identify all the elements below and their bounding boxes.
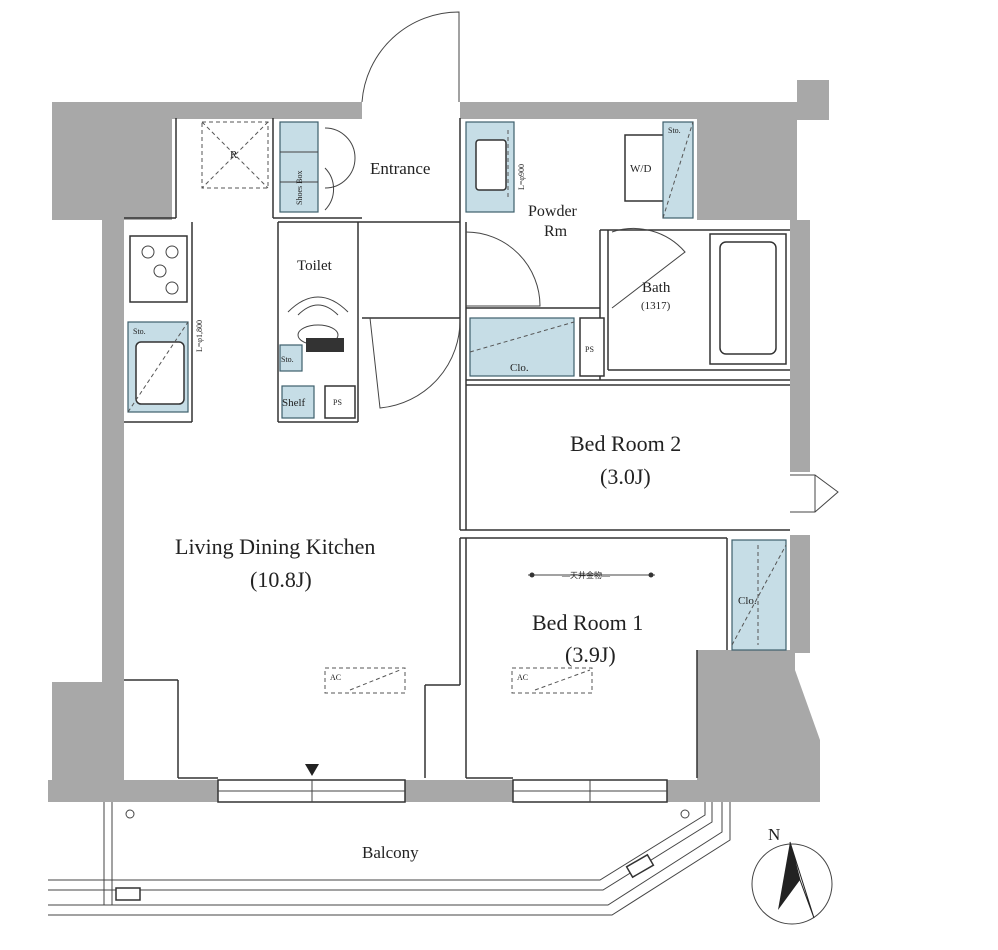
bed2-label: Bed Room 2 xyxy=(570,431,681,456)
ac-units xyxy=(324,667,593,694)
ldk-size-label: (10.8J) xyxy=(250,567,312,592)
exterior-walls xyxy=(48,80,829,802)
ceiling-hardware xyxy=(528,572,655,578)
north-label: N xyxy=(768,825,780,844)
closets xyxy=(469,317,787,651)
balcony-label: Balcony xyxy=(362,843,419,862)
drain-icon xyxy=(115,887,141,901)
vanity-sink xyxy=(475,139,507,191)
balcony xyxy=(48,802,731,916)
bath-size-label: (1317) xyxy=(641,300,671,312)
powder-rm-label-2: Rm xyxy=(544,223,568,240)
washer-label: W/D xyxy=(630,163,651,175)
bathtub xyxy=(709,233,787,365)
overhead-l900-label: L=φ900 xyxy=(517,164,526,190)
bed1-size-label: (3.9J) xyxy=(565,642,616,667)
toilet-ps-label: PS xyxy=(333,398,342,407)
drain-icon-2 xyxy=(625,853,655,879)
fridge-label: R xyxy=(230,149,238,161)
north-compass: N xyxy=(751,825,833,925)
fridge-space xyxy=(201,121,269,189)
powder-storage-label: Sto. xyxy=(668,126,681,135)
ceiling-note-label: —天井金物— xyxy=(561,570,611,580)
ac-ldk xyxy=(324,667,406,694)
bed2-closet-label: Clo. xyxy=(510,362,529,374)
interior-walls xyxy=(124,118,790,779)
fixture-labels: R Shoes Box L=φ900 L=φ1,800 W/D Sto. Sto… xyxy=(133,126,757,682)
kitchen-storage-label: Sto. xyxy=(133,327,146,336)
entrance-fixtures xyxy=(279,121,515,213)
stove xyxy=(129,235,188,303)
toilet-label: Toilet xyxy=(297,258,333,274)
ldk-label: Living Dining Kitchen xyxy=(175,534,375,559)
burner-icon xyxy=(141,245,179,295)
shelf-label: Shelf xyxy=(282,397,306,409)
toilet-fixture xyxy=(279,296,356,419)
door-swings xyxy=(324,11,839,513)
shoes-box xyxy=(279,121,319,213)
ac-ldk-label: AC xyxy=(330,673,341,682)
bed2-ps-label: PS xyxy=(585,345,594,354)
bed2-size-label: (3.0J) xyxy=(600,464,651,489)
sink xyxy=(135,341,185,405)
powder-room xyxy=(624,121,694,219)
ac-bed1 xyxy=(511,667,593,694)
north-arrow-icon xyxy=(778,842,800,910)
windows xyxy=(217,764,668,803)
toilet-storage-label: Sto. xyxy=(281,355,294,364)
closet-bed2 xyxy=(469,317,575,377)
bed1-label: Bed Room 1 xyxy=(532,610,643,635)
bath-label: Bath xyxy=(642,280,671,296)
entrance-label: Entrance xyxy=(370,159,430,178)
shoes-box-label: Shoes Box xyxy=(295,171,304,205)
kitchen xyxy=(127,121,269,413)
ac-bed1-label: AC xyxy=(517,673,528,682)
pipe-space-bed2 xyxy=(579,317,605,377)
overhead-l1800-label: L=φ1,800 xyxy=(195,320,204,352)
pipe-space-toilet xyxy=(324,385,356,419)
room-labels: Entrance Toilet Powder Rm Bath (1317) Li… xyxy=(175,159,681,862)
bed1-closet-label: Clo. xyxy=(738,595,757,607)
powder-rm-label-1: Powder xyxy=(528,203,578,220)
shelf xyxy=(281,385,315,419)
